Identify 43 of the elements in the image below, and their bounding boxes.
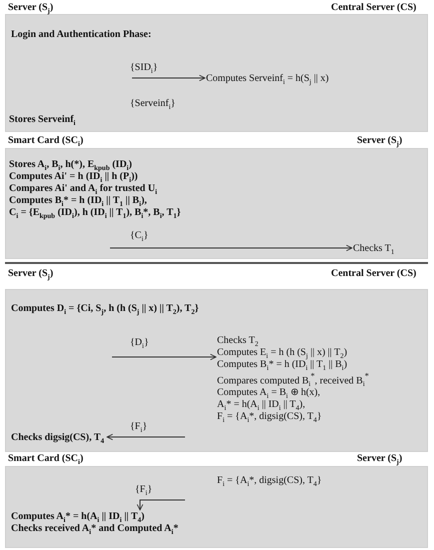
step-text: Stores Serveinf$_{i}$ — [9, 114, 78, 126]
participant-heading: Smart Card (SC$_{i}$) — [8, 453, 84, 465]
participant-heading: Server (S$_{j}$) — [8, 2, 54, 14]
participant-heading: Central Server (CS) — [331, 268, 418, 280]
message-label: {F$_{i}$} — [130, 421, 148, 433]
step-text: Checks received A$_{i}$* and Computed A$_{i}$* — [11, 523, 180, 535]
phase-panel — [5, 14, 428, 132]
message-label: {D$_{i}$} — [130, 337, 150, 349]
phase-panel — [5, 289, 428, 452]
step-text: Computes E$_{i}$ = h (h (S$_{j}$ || x) || T$_{2}$) — [217, 347, 348, 359]
phase-panel — [5, 466, 428, 548]
message-arrow — [132, 74, 206, 82]
message-label: {F$_{i}$} — [135, 484, 154, 496]
step-text: Checks T$_{2}$ — [217, 335, 260, 347]
phase-panel — [5, 148, 428, 259]
step-text: Computes B$_{i}$* = h (ID$_{i}$ || T$_{1}$ || B$_{i}$) — [217, 359, 348, 371]
step-text: Stores A$_{i}$, B$_{i}$, h(*), E$_{kpub}$ (ID$_{i}$) — [9, 159, 133, 171]
step-text: Computes A$_{i}$ = B$_{i}$ ⊕ h(x), — [217, 387, 322, 400]
message-arrow — [110, 244, 352, 252]
participant-heading: Server (S$_{j}$) — [357, 135, 404, 147]
step-text: Computes Ai' = h (ID$_{i}$ || h (P$_{i}$)) — [9, 171, 139, 183]
step-text: Checks digsig(CS), T$_{4}$ — [11, 432, 106, 444]
message-label: {C$_{i}$} — [130, 230, 150, 242]
step-text: Computes B$_{i}$* = h (ID$_{i}$ || T$_{1}$ || B$_{i}$), — [9, 195, 148, 207]
participant-heading: Central Server (CS) — [331, 2, 418, 14]
message-label: {Serveinf$_{i}$} — [130, 98, 176, 110]
message-arrow — [136, 500, 186, 510]
participant-heading: Server (S$_{j}$) — [8, 268, 54, 280]
message-arrow — [106, 434, 186, 440]
message-label: {SID$_{i}$} — [130, 62, 159, 74]
step-text: F$_{i}$ = {A$_{i}$*, digsig(CS), T$_{4}$} — [217, 475, 324, 487]
participant-heading: Server (S$_{j}$) — [357, 453, 404, 465]
step-text: A$_{i}$* = h(A$_{i}$ || ID$_{i}$ || T$_{4}$), — [217, 399, 306, 412]
step-text: Checks T$_{1}$ — [353, 243, 396, 255]
participant-heading: Smart Card (SC$_{i}$) — [8, 135, 84, 147]
step-text: Login and Authentication Phase: — [11, 29, 154, 41]
step-text: Computes Serveinf$_{i}$ = h(S$_{j}$ || x) — [206, 73, 331, 85]
step-text: F$_{i}$ = {A$_{i}$*, digsig(CS), T$_{4}$} — [217, 411, 323, 424]
step-text: Computes A$_{i}$* = h(A$_{i}$ || ID$_{i}$ || T$_{4}$) — [11, 511, 146, 523]
step-text: C$_{i}$ = {E$_{kpub}$ (ID$_{i}$), h (ID$_{i}$ || T$_{1}$), B$_{i}$*, B$_{i}$, T$_{1}$} — [9, 207, 182, 219]
step-text: Computes D$_{i}$ = {Ci, S$_{j}$, h (h (S$_{j}$ || x) || T$_{2}$), T$_{2}$} — [11, 303, 201, 315]
message-arrow — [112, 354, 216, 360]
step-text: Compares Ai' and A$_{i}$ for trusted U$_{i}$ — [9, 183, 158, 195]
